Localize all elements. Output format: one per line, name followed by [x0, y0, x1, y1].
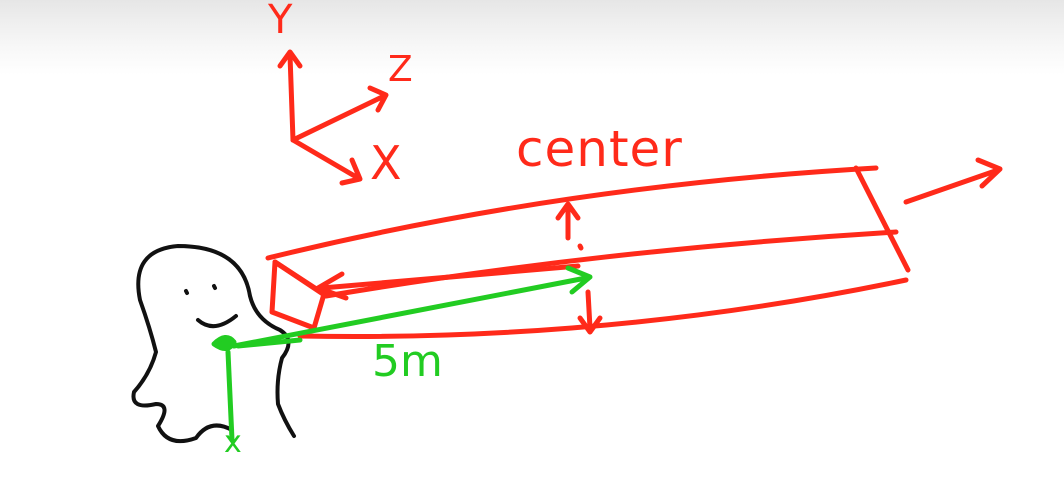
- y-axis-arrowhead: [277, 49, 303, 69]
- eye-to-box-line: [235, 337, 303, 349]
- sight-line: [231, 275, 589, 349]
- z-axis-arrowhead: [367, 85, 389, 113]
- center-down-arrowhead: [577, 315, 603, 335]
- eye-point: [211, 335, 237, 351]
- y-axis: [287, 52, 296, 143]
- stick-figure-icon: [131, 244, 296, 443]
- sight-arrowhead: [565, 265, 593, 295]
- box-shape: [265, 157, 1003, 340]
- axes-group: [277, 49, 389, 186]
- box-far-edge: [853, 165, 911, 273]
- box-middle-edge: [323, 229, 899, 299]
- box-top-edge: [265, 165, 879, 261]
- figure-eye-right: [212, 284, 217, 290]
- center-up-arrowhead: [555, 201, 581, 221]
- forward-arrow: [903, 167, 1001, 205]
- x-axis-arrowhead: [339, 157, 363, 186]
- y-axis-label: Y: [268, 0, 293, 43]
- forward-arrowhead: [975, 157, 1003, 189]
- distance-label: 5m: [372, 336, 443, 387]
- z-axis: [290, 93, 387, 143]
- x-axis: [290, 137, 361, 181]
- x-axis-label: X: [370, 136, 402, 190]
- figure-smile: [196, 314, 238, 328]
- inner-center-arrowhead: [315, 271, 349, 301]
- center-down-tick: [585, 289, 593, 331]
- box-near-face: [269, 259, 327, 331]
- center-label: center: [516, 120, 683, 178]
- center-dot: [577, 243, 584, 251]
- inner-center-arrow: [319, 263, 581, 291]
- sight-group: [211, 265, 593, 443]
- box-bottom-edge: [297, 277, 909, 340]
- eye-axis-label: x: [224, 425, 242, 460]
- z-axis-label: Z: [388, 49, 413, 90]
- figure-outline: [131, 244, 296, 443]
- eye-vertical-axis: [225, 349, 235, 443]
- figure-eye-left: [184, 289, 189, 295]
- box-near-top-edge: [272, 259, 329, 299]
